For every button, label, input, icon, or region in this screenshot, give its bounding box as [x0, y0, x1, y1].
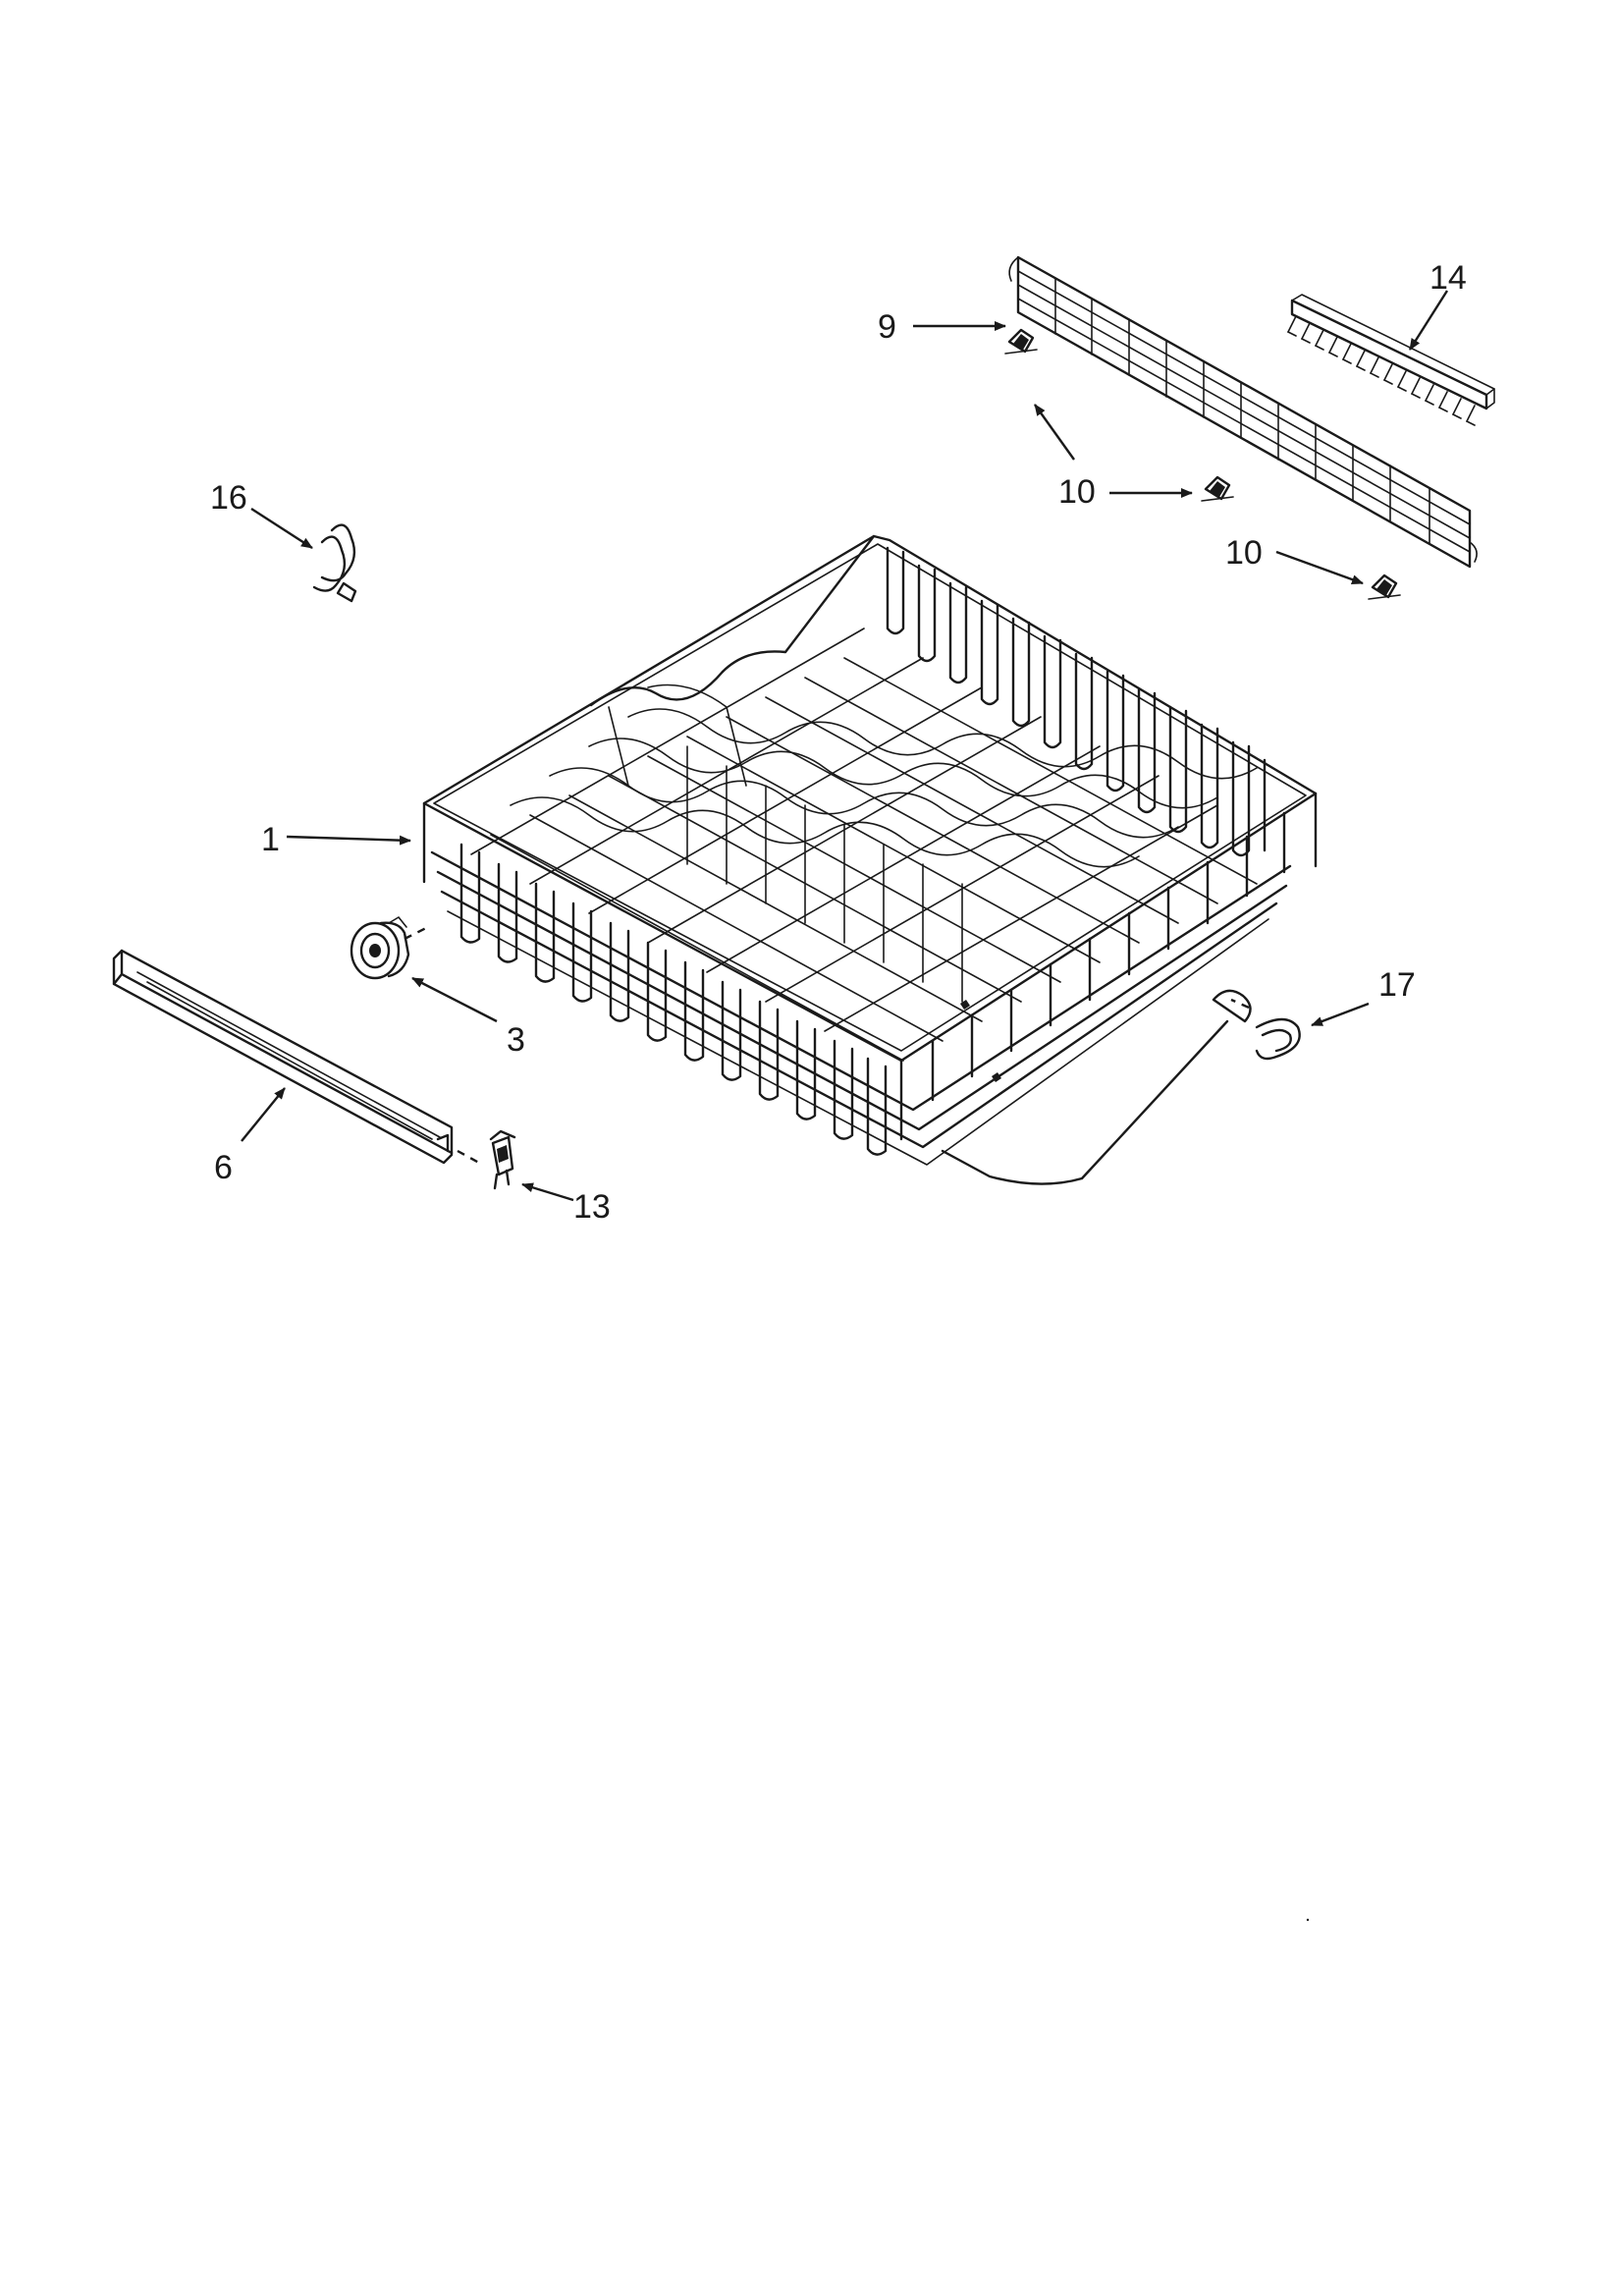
part-9-divider-panel [1008, 255, 1478, 569]
leader-13 [521, 1182, 574, 1202]
callout-16: 16 [210, 479, 247, 517]
leader-16 [250, 507, 313, 550]
part-10-clip-upper [1004, 328, 1038, 355]
part-10-clip-lower [1368, 574, 1401, 600]
part-14-tine-strip [1287, 294, 1495, 426]
callout-9: 9 [878, 308, 896, 346]
leader-1 [286, 835, 411, 846]
part-17-handle-clip [1230, 998, 1301, 1061]
part-16-wire-clip [312, 523, 357, 603]
part-3-roller-wheel [350, 916, 429, 980]
leader-6 [241, 1087, 286, 1142]
callout-10-lower: 10 [1225, 534, 1263, 572]
leader-10a [1034, 404, 1075, 461]
part-10-clip-middle [1201, 475, 1234, 502]
callout-17: 17 [1378, 966, 1416, 1004]
callout-3: 3 [507, 1021, 525, 1059]
leader-10c [1275, 550, 1364, 585]
stray-mark [1306, 1918, 1310, 1922]
part-6-slide-rail [112, 949, 480, 1165]
callout-1: 1 [261, 821, 280, 858]
part-13-rail-stop [489, 1129, 516, 1190]
callout-13: 13 [573, 1188, 611, 1226]
callout-6: 6 [214, 1149, 233, 1186]
leader-3 [411, 976, 498, 1023]
leader-14 [1408, 290, 1449, 351]
leader-lines [241, 290, 1449, 1202]
callout-10-upper: 10 [1058, 473, 1096, 511]
leader-17 [1311, 1002, 1370, 1027]
callout-labels: 1 3 6 9 10 10 13 14 16 17 [210, 259, 1467, 1226]
callout-14: 14 [1429, 259, 1467, 297]
part-1-rack-basket [422, 534, 1318, 1185]
